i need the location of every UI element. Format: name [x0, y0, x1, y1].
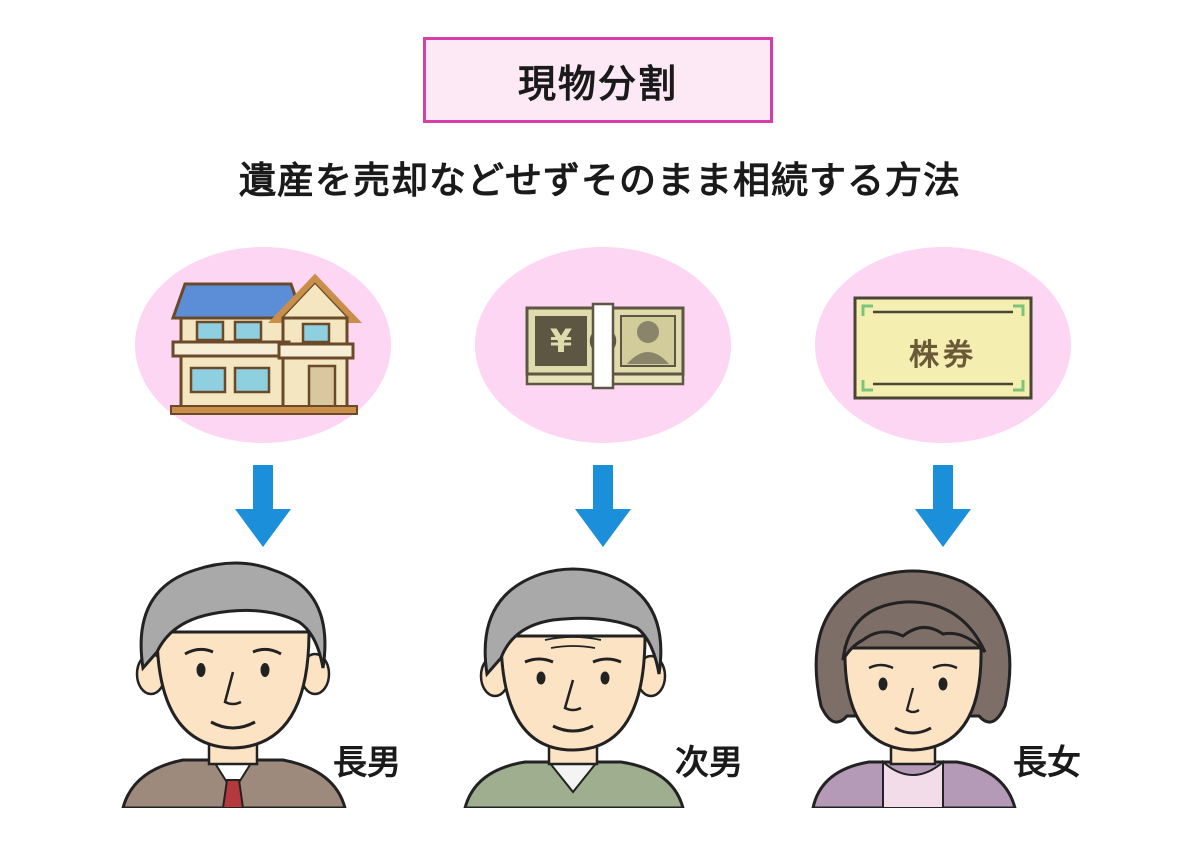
banknote-bundle-icon: ¥ — [525, 302, 685, 390]
stock-certificate-icon — [853, 296, 1033, 400]
heir-label-eldest-daughter: 長女 — [1013, 743, 1081, 783]
column-second-son: ¥ 次男 — [423, 0, 783, 850]
diagram-subtitle: 遺産を売却などせずそのまま相続する方法 — [239, 159, 961, 202]
house-icon — [170, 273, 362, 415]
down-arrow-icon — [235, 465, 291, 547]
heir-label-second-son: 次男 — [675, 743, 743, 783]
elderly-woman-avatar — [811, 569, 1017, 808]
elderly-man-avatar — [121, 561, 347, 808]
diagram-title: 現物分割 — [517, 61, 678, 106]
title-box: 現物分割 — [423, 37, 773, 123]
elderly-man-avatar — [463, 567, 685, 808]
svg-text:¥: ¥ — [550, 322, 572, 360]
certificate-text: 株券 — [909, 338, 977, 373]
column-eldest-daughter: 株券 長女 — [763, 0, 1123, 850]
column-eldest-son: 長男 — [83, 0, 443, 850]
down-arrow-icon — [915, 465, 971, 547]
heir-label-eldest-son: 長男 — [333, 743, 401, 783]
down-arrow-icon — [575, 465, 631, 547]
